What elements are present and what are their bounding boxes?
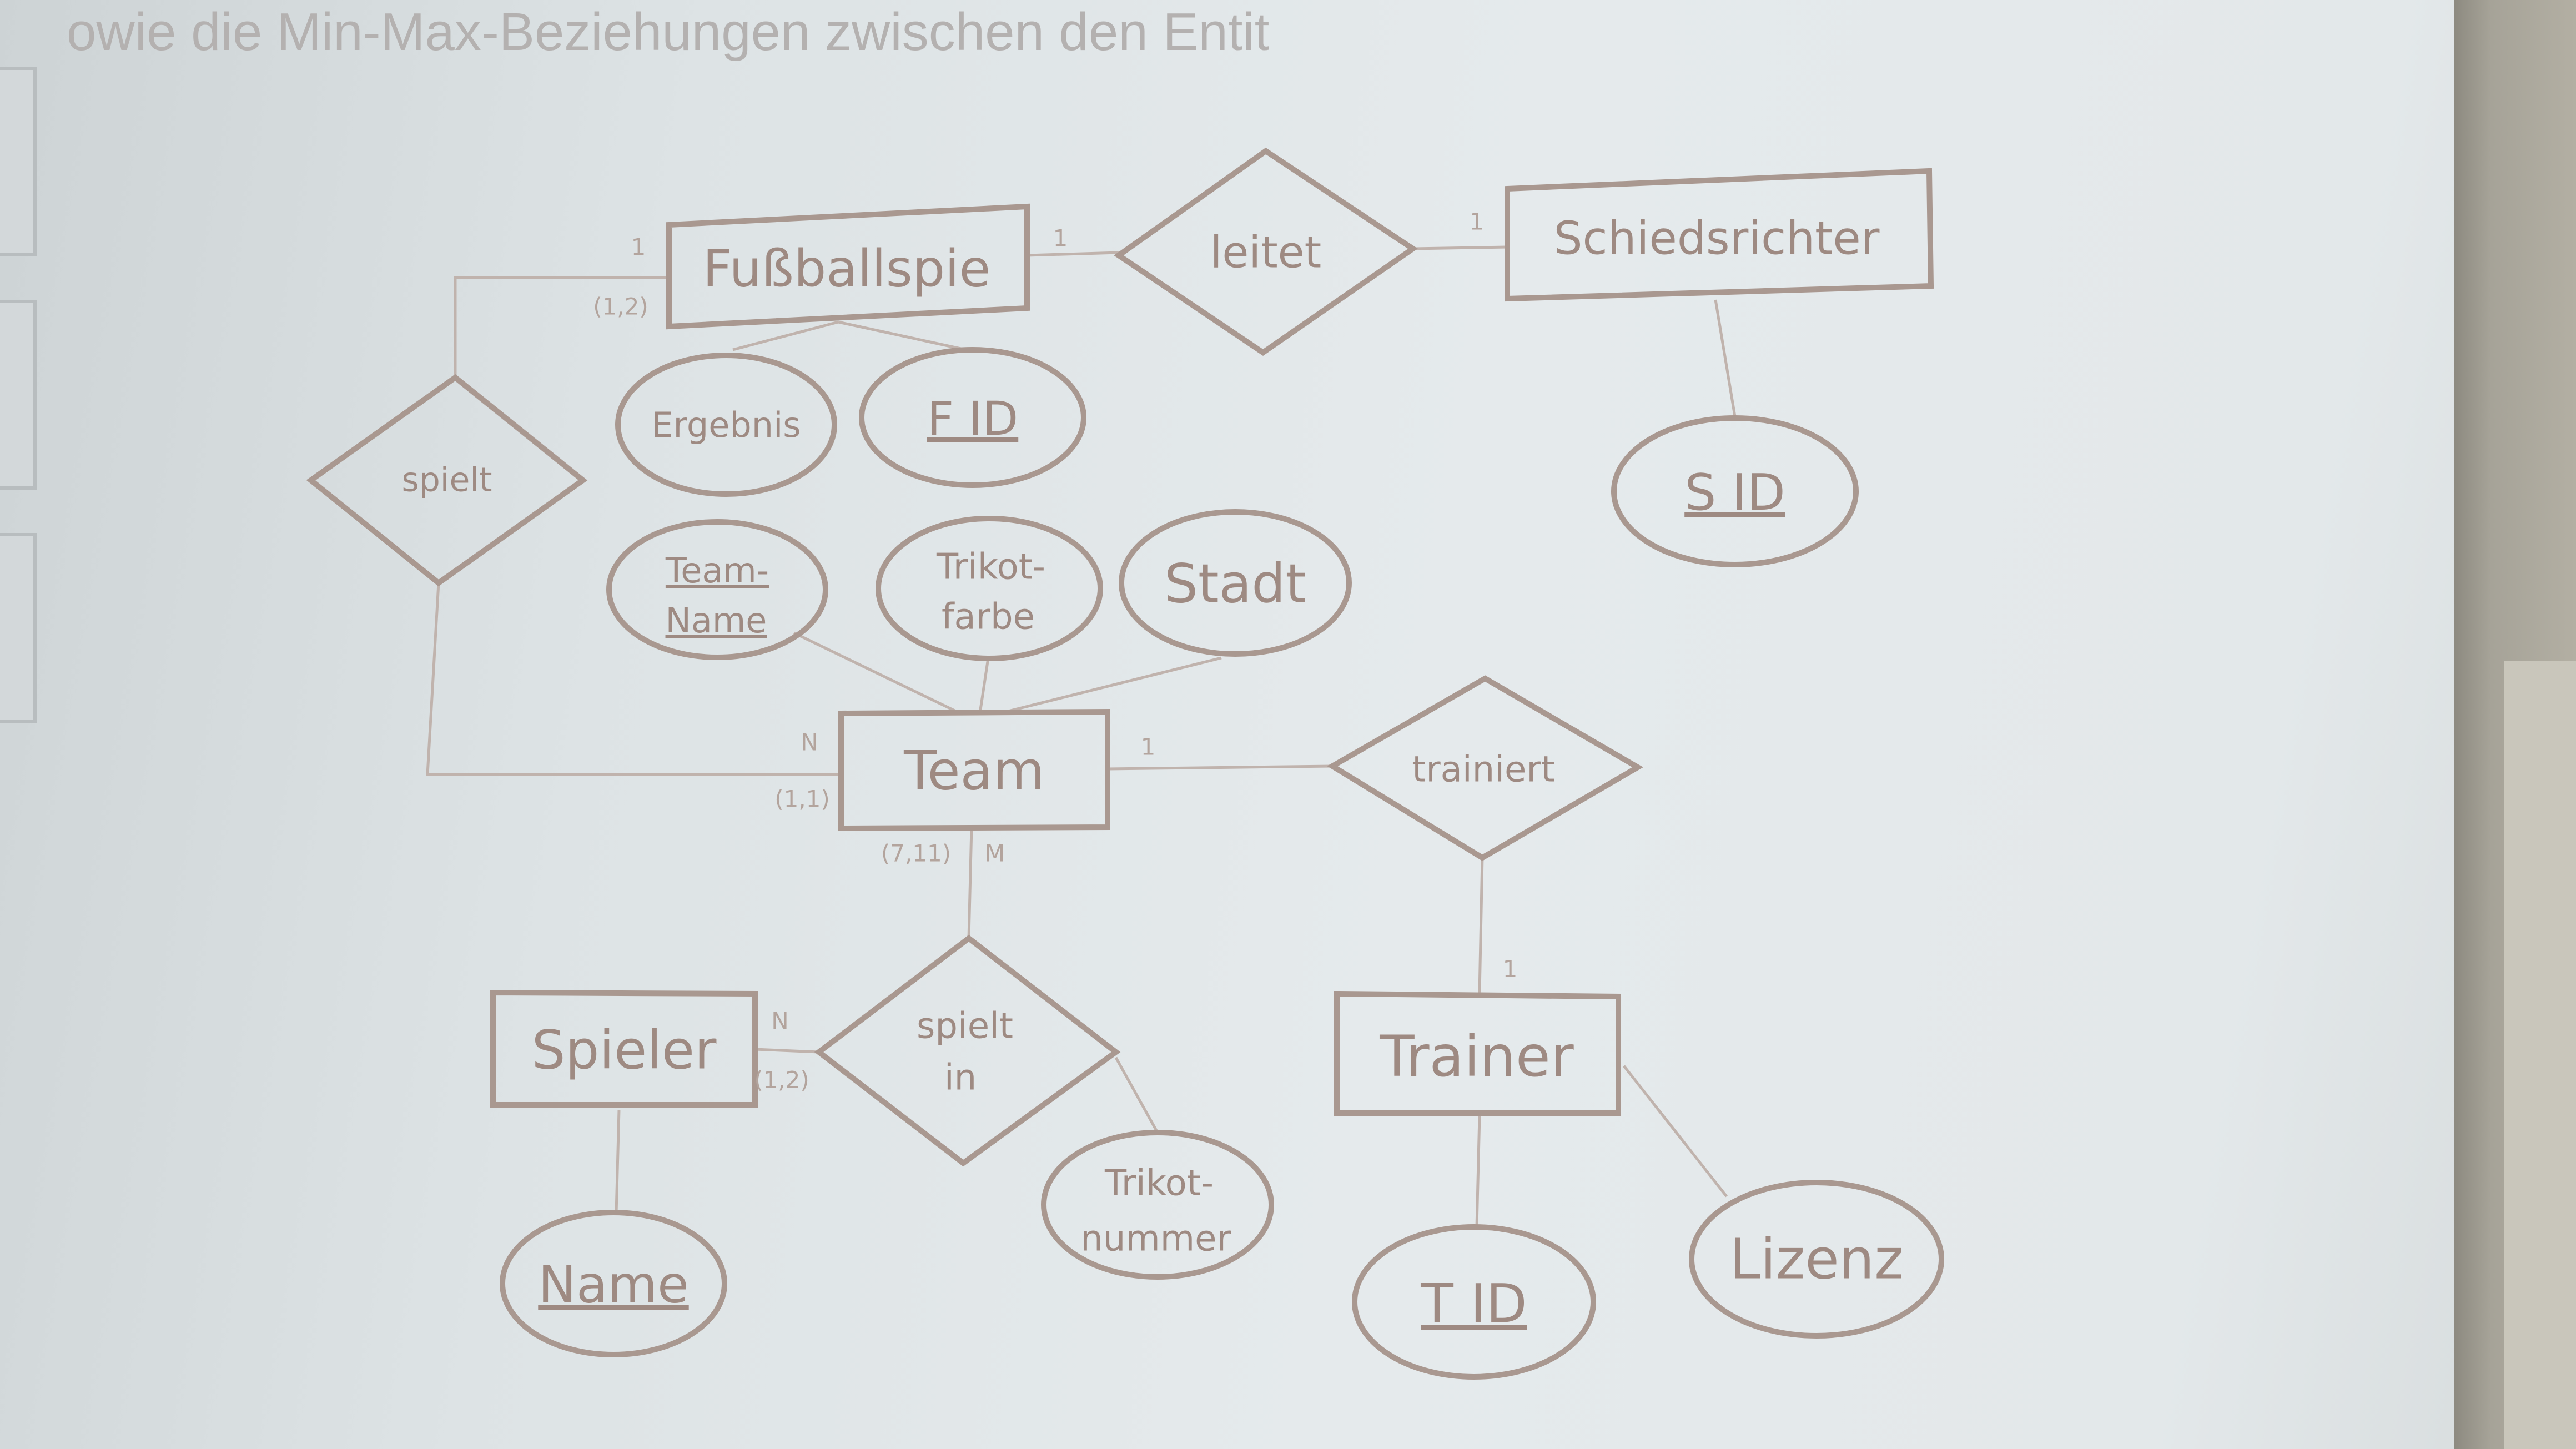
entity-label: Team: [903, 739, 1045, 802]
cardinality-label: N: [771, 1008, 788, 1035]
relationship-spielt-in: spielt in: [814, 934, 1121, 1167]
cardinality-label: 1: [1053, 225, 1068, 252]
cardinalities: 1 1 1 (1,2) N (1,1) 1 (7,11) M N (1,2) 1: [593, 208, 1517, 1094]
entity-label: Trainer: [1379, 1024, 1573, 1090]
attribute-label: T ID: [1420, 1272, 1527, 1335]
cardinality-label: 1: [1470, 208, 1485, 235]
attribute-label: Stadt: [1164, 552, 1306, 615]
cardinality-label: (7,11): [881, 840, 951, 867]
attribute-label: Lizenz: [1729, 1226, 1903, 1291]
attribute-label: Trikot-: [1104, 1163, 1214, 1204]
attribute-label: nummer: [1080, 1219, 1231, 1260]
attribute-trikotnummer: Trikot- nummer: [1041, 1130, 1274, 1280]
left-tab: [0, 533, 37, 723]
left-tab: [0, 67, 37, 256]
entity-fussballspiel: Fußballspie: [666, 203, 1030, 330]
attribute-label: Name: [666, 600, 767, 641]
attribute-name: Name: [500, 1210, 727, 1357]
attribute-trikotfarbe: Trikot- farbe: [876, 516, 1103, 661]
cardinality-label: (1,2): [754, 1066, 809, 1094]
cardinality-label: N: [801, 729, 818, 756]
attribute-t-id: T ID: [1352, 1224, 1596, 1380]
connectors: [426, 245, 1737, 1227]
relationship-label: spielt: [401, 461, 492, 500]
entity-team: Team: [838, 708, 1110, 832]
cardinality-label: (1,1): [774, 786, 830, 813]
attribute-f-id: F ID: [859, 347, 1086, 488]
entity-label: Spieler: [532, 1019, 717, 1081]
attribute-label: Ergebnis: [651, 405, 801, 445]
attribute-label: Team-: [665, 550, 769, 591]
relationship-label: leitet: [1210, 228, 1321, 278]
attribute-label: S ID: [1684, 464, 1785, 522]
cardinality-label: M: [985, 840, 1005, 867]
entity-trainer: Trainer: [1334, 990, 1621, 1116]
left-tab: [0, 300, 37, 490]
attribute-lizenz: Lizenz: [1689, 1180, 1944, 1339]
page-heading: owie die Min-Max-Beziehungen zwischen de…: [67, 2, 1269, 62]
cardinality-label: 1: [1503, 955, 1518, 983]
cardinality-label: (1,2): [593, 293, 648, 320]
relationship-leitet: leitet: [1114, 147, 1418, 356]
relationship-label: trainiert: [1412, 749, 1555, 791]
relationship-trainiert: trainiert: [1327, 675, 1643, 861]
attribute-team-name: Team- Name: [606, 519, 828, 660]
attribute-s-id: S ID: [1611, 415, 1859, 567]
entity-spieler: Spieler: [490, 989, 758, 1108]
relationship-label: spielt: [917, 1006, 1013, 1047]
cardinality-label: 1: [631, 234, 646, 261]
relationship-spielt: spielt: [306, 374, 588, 587]
attribute-ergebnis: Ergebnis: [615, 353, 837, 497]
attribute-label: farbe: [942, 597, 1035, 638]
wall: [2504, 661, 2576, 1449]
entity-schiedsrichter: Schiedsrichter: [1505, 168, 1934, 302]
attribute-label: Name: [538, 1255, 688, 1314]
entity-label: Schiedsrichter: [1554, 212, 1880, 265]
attribute-stadt: Stadt: [1119, 509, 1352, 657]
entity-label: Fußballspie: [703, 239, 991, 298]
relationship-label: in: [944, 1058, 977, 1099]
cardinality-label: 1: [1141, 733, 1156, 761]
attribute-label: Trikot-: [936, 547, 1045, 588]
attribute-label: F ID: [927, 391, 1018, 446]
